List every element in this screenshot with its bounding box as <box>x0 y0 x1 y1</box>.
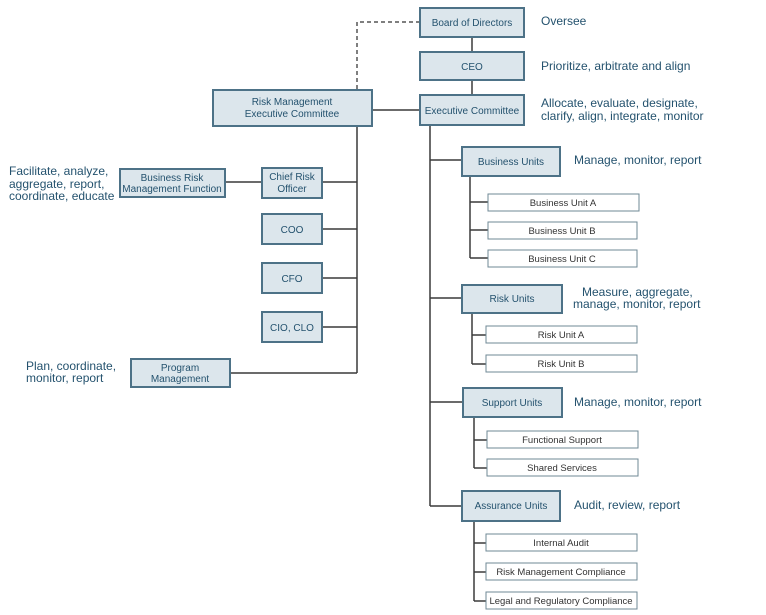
functional-support-label: Functional Support <box>522 435 602 446</box>
coo-node: COO <box>261 213 323 245</box>
board-label: Board of Directors <box>432 18 513 29</box>
legal-regulatory-compliance-label: Legal and Regulatory Compliance <box>489 596 632 607</box>
business-units-role: Manage, monitor, report <box>574 153 702 167</box>
risk-management-compliance: Risk Management Compliance <box>485 562 638 581</box>
rmec-node: Risk Management Executive Committee <box>212 89 373 127</box>
pm-label-line2: Management <box>151 374 210 385</box>
program-management-node: Program Management <box>130 358 231 388</box>
board-node: Board of Directors <box>419 7 525 38</box>
brmf-label-line2: Management Function <box>122 184 222 195</box>
business-units-label: Business Units <box>478 157 544 168</box>
exec-committee-role-line1: Allocate, evaluate, designate, <box>541 96 698 110</box>
shared-services: Shared Services <box>486 458 639 477</box>
cio-clo-node: CIO, CLO <box>261 311 323 343</box>
exec-committee-role-line2: clarify, align, integrate, monitor <box>541 109 704 123</box>
risk-unit-a-label: Risk Unit A <box>538 330 585 341</box>
brmf-node: Business Risk Management Function <box>119 168 226 198</box>
cio-clo-label: CIO, CLO <box>270 323 314 334</box>
business-units-node: Business Units <box>461 146 561 177</box>
board-role: Oversee <box>541 14 587 28</box>
shared-services-label: Shared Services <box>527 463 597 474</box>
brmf-role-line1: Facilitate, analyze, <box>9 164 108 178</box>
risk-units-node: Risk Units <box>461 284 563 314</box>
pm-label-line1: Program <box>161 363 199 374</box>
pm-role-line2: monitor, report <box>26 371 104 385</box>
brmf-role-line2: aggregate, report, <box>9 177 104 191</box>
ceo-label: CEO <box>461 62 483 73</box>
assurance-units-role: Audit, review, report <box>574 498 681 512</box>
support-units-node: Support Units <box>462 387 563 418</box>
business-unit-c-label: Business Unit C <box>528 254 596 265</box>
pm-role-line1: Plan, coordinate, <box>26 359 116 373</box>
support-units-role: Manage, monitor, report <box>574 395 702 409</box>
board-rmec-dashed-connector <box>356 21 420 90</box>
business-unit-a-label: Business Unit A <box>530 198 597 209</box>
business-unit-c: Business Unit C <box>487 249 638 268</box>
risk-units-role-line1: Measure, aggregate, <box>582 285 693 299</box>
ceo-role: Prioritize, arbitrate and align <box>541 59 690 73</box>
business-unit-b: Business Unit B <box>487 221 638 240</box>
rmec-label-line1: Risk Management <box>252 97 333 108</box>
risk-units-label: Risk Units <box>489 294 534 305</box>
support-units-label: Support Units <box>482 398 543 409</box>
cro-label-line2: Officer <box>277 184 307 195</box>
internal-audit-label: Internal Audit <box>533 538 589 549</box>
cro-node: Chief Risk Officer <box>261 167 323 199</box>
internal-audit: Internal Audit <box>485 533 638 552</box>
risk-management-compliance-label: Risk Management Compliance <box>496 567 625 578</box>
risk-unit-b: Risk Unit B <box>485 354 638 373</box>
business-unit-b-label: Business Unit B <box>528 226 595 237</box>
risk-unit-b-label: Risk Unit B <box>538 359 585 370</box>
rmec-label-line2: Executive Committee <box>245 109 340 120</box>
coo-label: COO <box>281 225 304 236</box>
legal-regulatory-compliance: Legal and Regulatory Compliance <box>485 591 638 610</box>
cfo-label: CFO <box>281 274 302 285</box>
business-unit-a: Business Unit A <box>487 193 640 212</box>
exec-committee-label: Executive Committee <box>425 106 520 117</box>
cro-label-line1: Chief Risk <box>269 172 316 183</box>
risk-unit-a: Risk Unit A <box>485 325 638 344</box>
cfo-node: CFO <box>261 262 323 294</box>
assurance-units-label: Assurance Units <box>475 501 548 512</box>
assurance-units-node: Assurance Units <box>461 490 561 522</box>
exec-committee-node: Executive Committee <box>419 94 525 126</box>
connectors <box>225 21 488 602</box>
functional-support: Functional Support <box>486 430 639 449</box>
risk-units-role-line2: manage, monitor, report <box>573 297 701 311</box>
ceo-node: CEO <box>419 51 525 81</box>
brmf-role-line3: coordinate, educate <box>9 189 115 203</box>
brmf-label-line1: Business Risk <box>141 173 205 184</box>
